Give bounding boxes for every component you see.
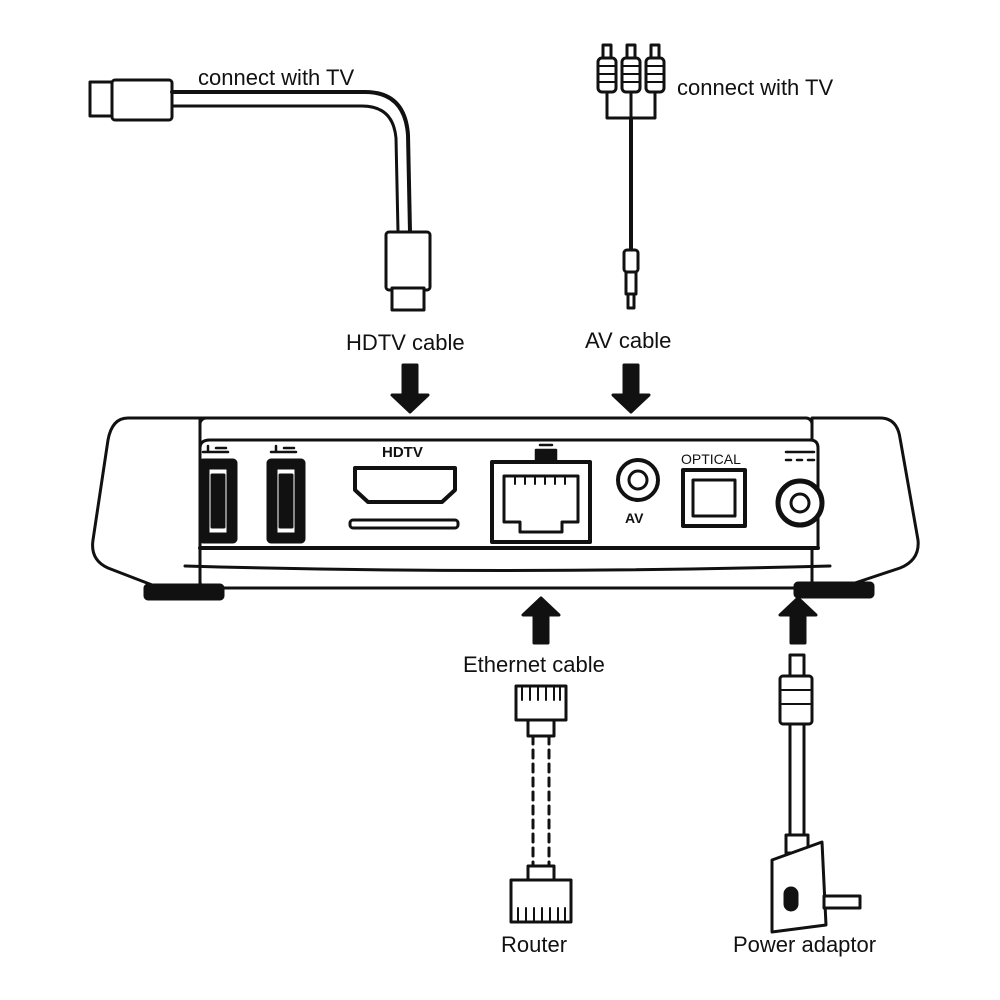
hdmi-cord: [170, 90, 412, 234]
power-adaptor: [770, 653, 862, 934]
hdmi-plug-tip-bottom: [390, 286, 426, 312]
tv-box: [91, 416, 920, 601]
hdmi-plug-body-left: [110, 78, 174, 122]
box-foot-left: [143, 583, 225, 601]
box-left-wing: [91, 416, 212, 590]
rca-plug-left: [596, 43, 618, 94]
usb-port-2: [266, 458, 306, 544]
ethernet-cable: [509, 684, 573, 924]
dc-power-icon: [784, 450, 816, 462]
arrow-down-icon: [390, 363, 430, 414]
power-brick: [770, 840, 828, 934]
av-jack-plug-tip: [624, 270, 638, 296]
rca-plug-right: [644, 43, 666, 94]
optical-port-label: OPTICAL: [681, 451, 741, 467]
hdmi-cable: [88, 78, 432, 312]
usb-port-1: [198, 458, 238, 544]
box-foot-right: [793, 581, 875, 599]
power-cord: [788, 722, 806, 837]
usb-icon: [201, 444, 230, 454]
av-cable-label: AV cable: [585, 328, 672, 353]
hdmi-connect-label: connect with TV: [198, 65, 355, 90]
arrow-up-icon: [521, 596, 561, 645]
sd-card-slot: [348, 518, 460, 530]
ethernet-icon: [534, 443, 558, 462]
ethernet-cable-label: Ethernet cable: [463, 652, 605, 677]
rj45-plug-top: [514, 684, 568, 722]
av-port-label: AV: [625, 510, 644, 526]
hdtv-port-label: HDTV: [382, 444, 423, 461]
box-right-wing: [810, 416, 920, 590]
usb-icon: [269, 444, 298, 454]
dc-plug-body: [778, 674, 814, 726]
hdmi-plug-body-bottom: [384, 230, 432, 292]
arrow-down-icon: [611, 363, 651, 414]
av-jack-plug-end: [626, 292, 636, 310]
av-cable: [596, 43, 666, 310]
ethernet-cord: [531, 734, 551, 882]
rca-plug-middle: [620, 43, 642, 94]
av-jack-plug: [622, 248, 640, 274]
hdtv-cable-label: HDTV cable: [346, 330, 465, 355]
hdmi-cord-inner: [170, 104, 400, 234]
power-brick-slot: [783, 886, 799, 912]
hdmi-port: [353, 466, 457, 504]
power-adaptor-label: Power adaptor: [733, 932, 877, 957]
arrow-up-icon: [778, 596, 818, 645]
rj45-plug-top-boot: [526, 718, 556, 738]
av-connect-label: connect with TV: [677, 75, 834, 100]
power-prong: [822, 894, 862, 910]
dc-plug-tip: [788, 653, 806, 679]
router-label: Router: [501, 932, 568, 957]
rca-splitter: [605, 90, 657, 120]
